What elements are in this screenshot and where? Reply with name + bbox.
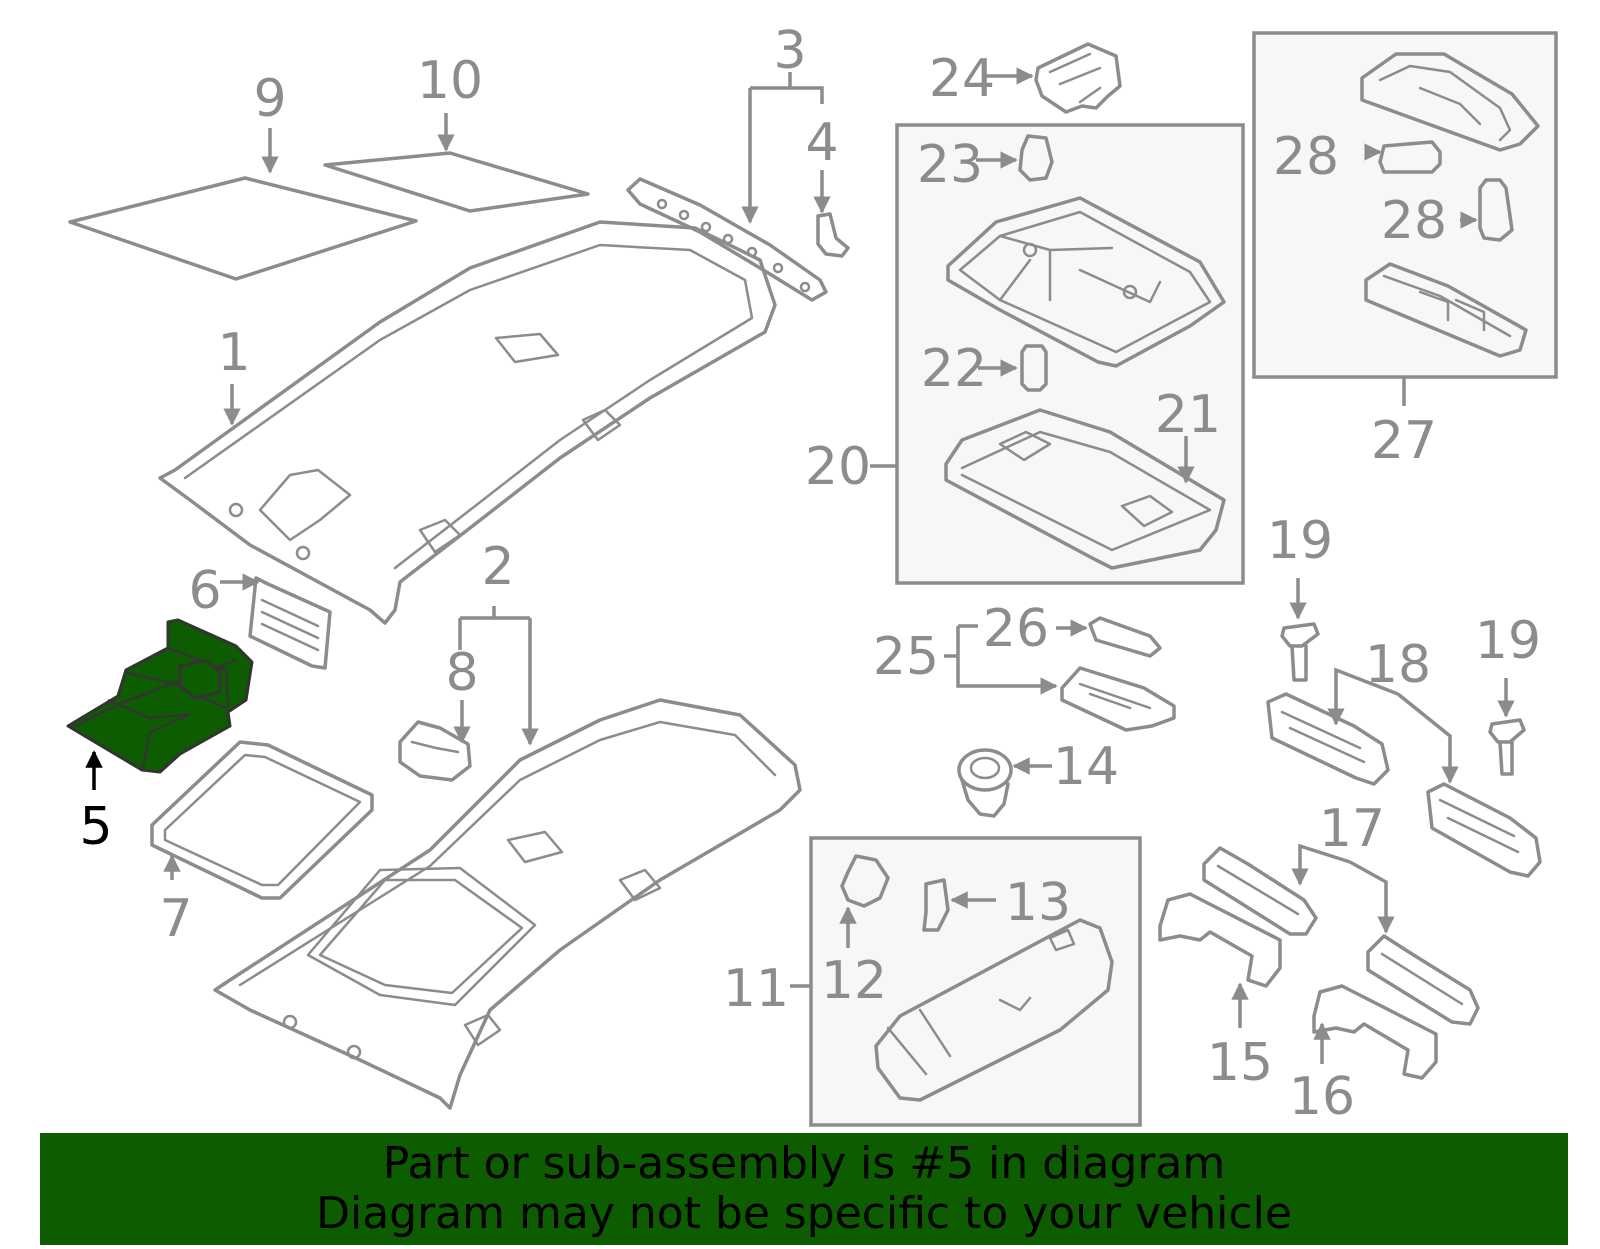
callout-6: 6	[188, 561, 221, 621]
part-23-bulb	[1018, 134, 1054, 182]
part-7-seal-frame	[150, 740, 374, 900]
callout-15: 15	[1207, 1033, 1273, 1093]
part-12-clip	[840, 854, 890, 908]
part-14-grommet	[957, 748, 1013, 818]
callout-14: 14	[1053, 737, 1119, 797]
callout-28a: 28	[1273, 127, 1339, 187]
part-21-lens	[944, 408, 1226, 570]
part-20-console-housing	[946, 196, 1226, 368]
callout-23: 23	[917, 135, 983, 195]
callout-21: 21	[1155, 385, 1221, 445]
callout-3: 3	[773, 21, 806, 81]
part-25-lamp	[1060, 666, 1176, 732]
callout-labels: 9 10 3 4 1 2 6 8 5 7 24 23 22 21 20 28 2…	[79, 21, 1541, 1127]
callout-20: 20	[805, 437, 871, 497]
part-18-bracket-a	[1266, 692, 1390, 786]
part-17-bracket-a	[1202, 846, 1318, 936]
part-2-headliner	[213, 698, 802, 1110]
callout-13: 13	[1005, 873, 1071, 933]
callout-8: 8	[445, 643, 478, 703]
part-3-roof-rail	[626, 177, 828, 302]
part-8-clip	[398, 720, 472, 782]
callout-1: 1	[217, 323, 250, 383]
callout-7: 7	[159, 889, 192, 949]
callout-9: 9	[253, 69, 286, 129]
part-28-bulb-a	[1378, 140, 1442, 174]
part-11-sun-visor	[874, 918, 1114, 1102]
info-banner: Part or sub-assembly is #5 in diagram Di…	[40, 1133, 1568, 1245]
part-4-clip	[816, 212, 850, 258]
part-22-bulb	[1020, 344, 1048, 392]
callout-16: 16	[1289, 1067, 1355, 1127]
callout-17: 17	[1319, 799, 1385, 859]
part-27-lamp-housing	[1360, 52, 1540, 358]
part-5-highlighted	[66, 618, 254, 774]
callout-22: 22	[921, 339, 987, 399]
callout-27: 27	[1371, 411, 1437, 471]
part-24-switch	[1034, 42, 1122, 114]
part-15-grab-handle	[1158, 892, 1282, 988]
callout-10: 10	[417, 51, 483, 111]
callout-11: 11	[723, 959, 789, 1019]
banner-line-part: Part or sub-assembly is #5 in diagram	[382, 1138, 1226, 1189]
part-6-bracket	[248, 576, 332, 670]
callout-19b: 19	[1475, 611, 1541, 671]
part-17-bracket-b	[1366, 934, 1480, 1026]
callout-19a: 19	[1267, 511, 1333, 571]
callout-5: 5	[79, 797, 112, 857]
part-10-sunroof-panel	[323, 151, 590, 213]
callout-25: 25	[873, 627, 939, 687]
callout-18: 18	[1365, 635, 1431, 695]
part-1-headliner	[158, 220, 777, 625]
callout-24: 24	[929, 49, 995, 109]
callout-26: 26	[983, 599, 1049, 659]
callout-4: 4	[805, 113, 838, 173]
part-19-screw-a	[1280, 622, 1320, 682]
part-18-bracket-b	[1426, 782, 1542, 878]
part-26-bulb	[1088, 616, 1162, 658]
callout-28b: 28	[1381, 191, 1447, 251]
part-16-grab-handle	[1312, 984, 1438, 1080]
callout-2: 2	[481, 537, 514, 597]
leader-lines	[85, 67, 1515, 1064]
group-box-11	[809, 836, 1142, 1127]
part-19-screw-b	[1488, 718, 1526, 776]
banner-line-disclaimer: Diagram may not be specific to your vehi…	[316, 1188, 1292, 1239]
part-28-bulb-b	[1478, 178, 1514, 242]
callout-12: 12	[821, 951, 887, 1011]
part-9-sunroof-panel	[68, 176, 418, 281]
part-13-clip	[922, 878, 950, 932]
